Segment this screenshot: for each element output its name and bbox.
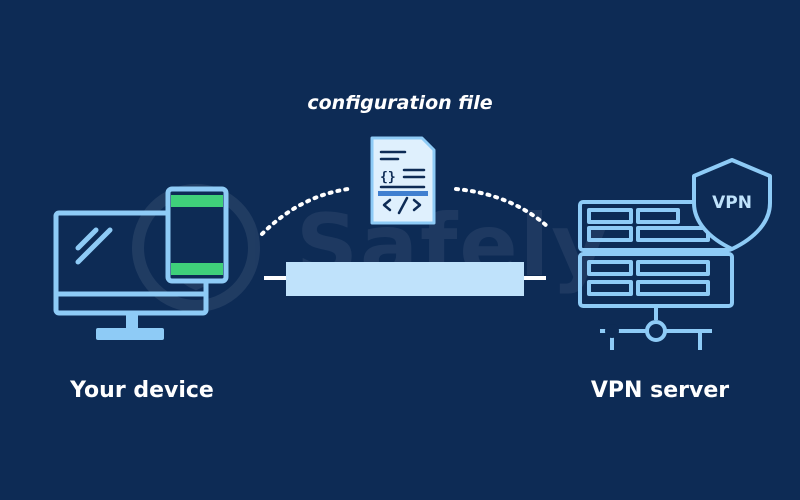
shield-vpn-text: VPN [712,193,752,213]
config-file-label: configuration file [307,92,493,114]
code-file-icon: {} [370,136,436,225]
network-nodes-icon [600,320,712,350]
dotted-arc-right [454,187,549,228]
monitor-stand-icon [96,313,164,340]
vpn-server-label: VPN server [590,378,730,403]
dotted-arc-left [260,187,350,236]
svg-text:{}: {} [380,170,396,185]
vpn-shield-icon: VPN [692,158,772,251]
your-device-label: Your device [70,378,214,403]
smartphone-icon [165,186,229,284]
vpn-tunnel [264,262,546,296]
